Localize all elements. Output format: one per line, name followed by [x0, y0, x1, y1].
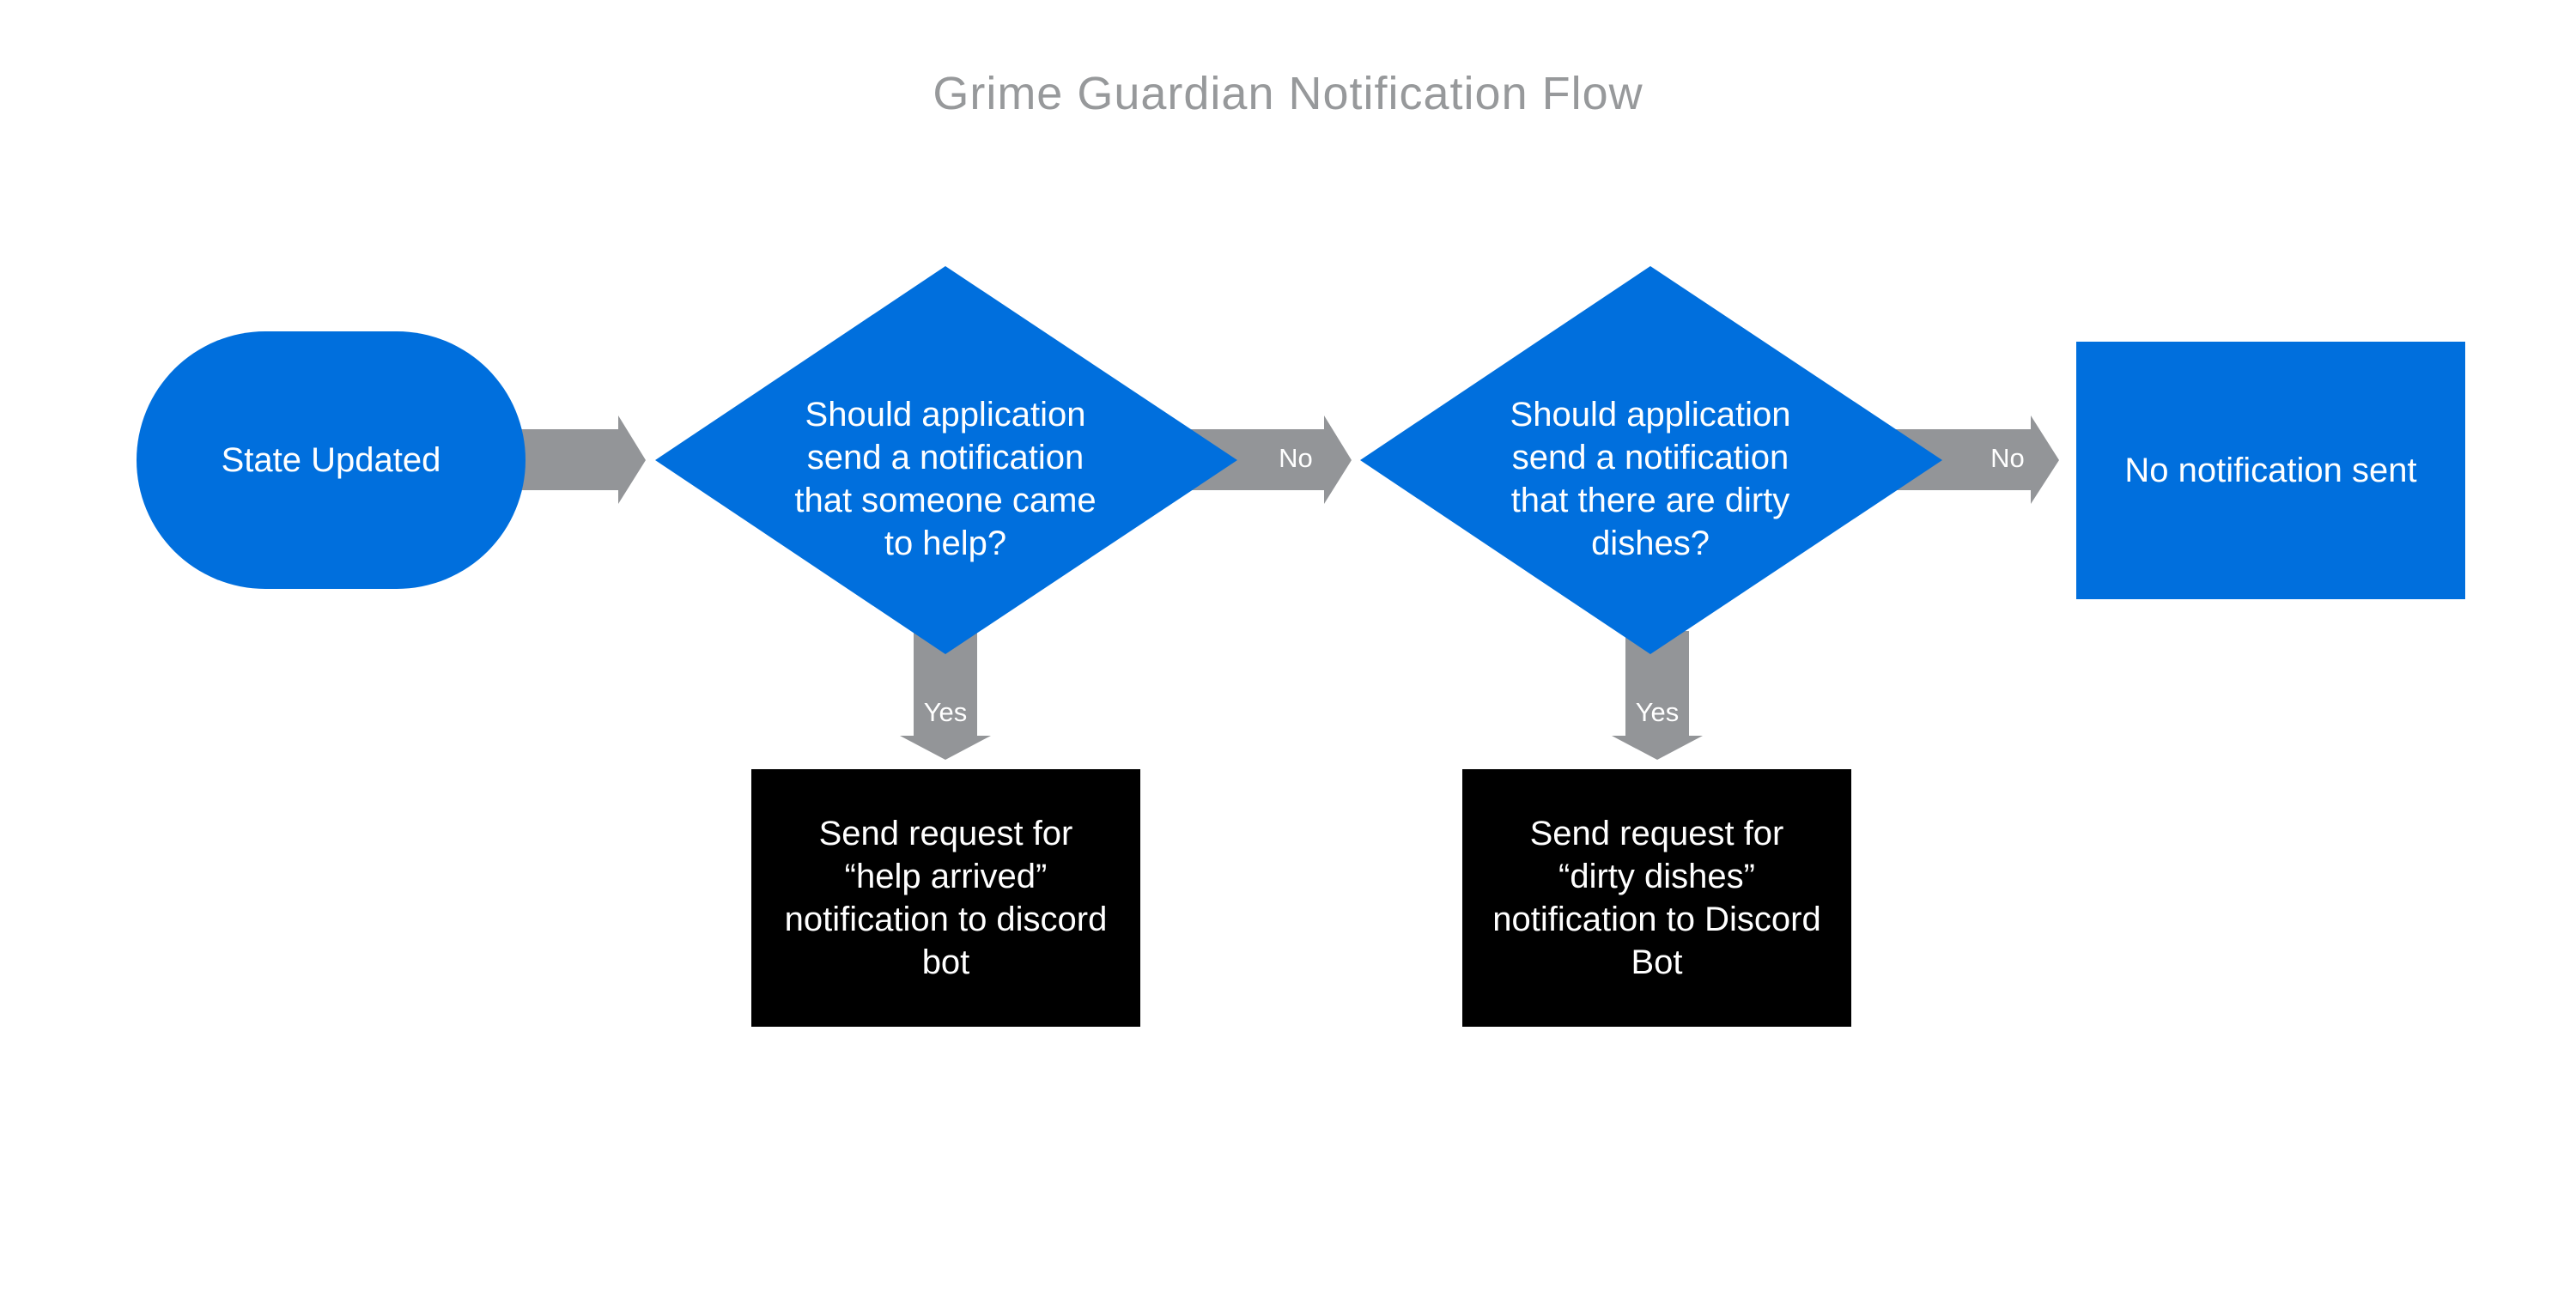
action-help-box: [751, 769, 1140, 1027]
diagram-title: Grime Guardian Notification Flow: [933, 68, 1643, 119]
node-label-no-notification: No notification sent: [2124, 452, 2417, 489]
node-label-decision-dishes: Should application send a notification t…: [1510, 396, 1791, 562]
node-label-state-updated: State Updated: [221, 441, 441, 479]
decision-dishes-diamond: [1360, 266, 1942, 654]
edge-label-dishes-no: No: [1990, 443, 2025, 473]
terminator-state-updated: [137, 331, 526, 589]
decision-help-diamond: [655, 266, 1237, 654]
arrow-decision-help-yes: [900, 631, 991, 760]
action-dishes-box: [1462, 769, 1851, 1027]
edge-label-help-yes: Yes: [923, 697, 968, 727]
arrow-start-to-decision-help: [520, 416, 646, 504]
node-label-action-dishes: Send request for “dirty dishes” notifica…: [1492, 815, 1821, 981]
arrow-decision-dishes-yes: [1612, 631, 1703, 760]
node-label-decision-help: Should application send a notification t…: [794, 396, 1097, 562]
edge-label-dishes-yes: Yes: [1635, 697, 1680, 727]
arrow-decision-help-no: [1185, 416, 1352, 504]
edge-label-help-no: No: [1279, 443, 1313, 473]
node-label-action-help: Send request for “help arrived” notifica…: [784, 815, 1108, 981]
process-no-notification: [2076, 342, 2465, 599]
arrow-decision-dishes-no: [1889, 416, 2059, 504]
